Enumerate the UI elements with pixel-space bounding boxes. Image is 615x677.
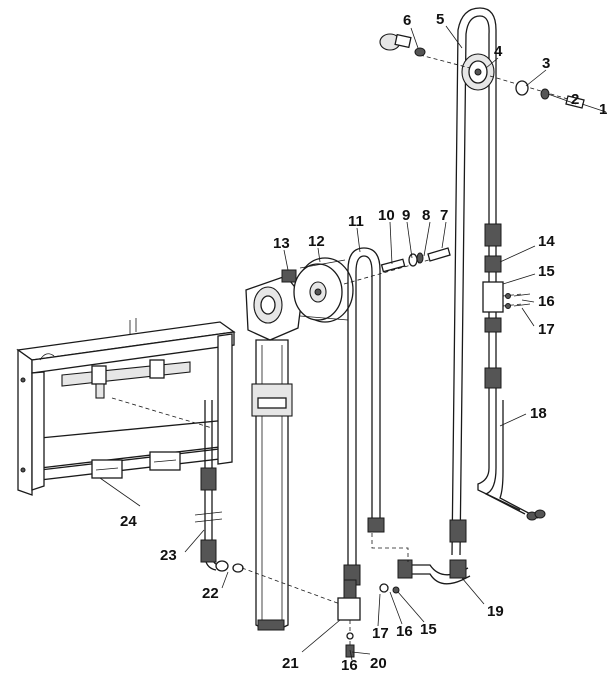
callout-15-lower: 15 (420, 621, 437, 638)
callout-17-lower: 17 (372, 625, 389, 642)
callout-15-upper: 15 (538, 263, 555, 280)
callout-19: 19 (487, 603, 504, 620)
lift-cylinder (245, 269, 303, 631)
callout-18: 18 (530, 405, 547, 422)
callout-22: 22 (202, 585, 219, 602)
frame-hose-assembly (194, 400, 244, 573)
callout-1: 1 (599, 101, 607, 118)
hose-clamp-hardware (502, 293, 531, 309)
callout-2: 2 (571, 91, 579, 108)
callout-6: 6 (403, 12, 411, 29)
callout-4: 4 (494, 43, 503, 60)
callout-12: 12 (308, 233, 325, 250)
pulley-fasteners (343, 247, 451, 285)
callout-20: 20 (370, 655, 387, 672)
tube-assembly (371, 533, 471, 594)
callout-3: 3 (542, 55, 550, 72)
callout-17-upper: 17 (538, 321, 555, 338)
top-pulley-hardware (379, 33, 585, 109)
chain-pulley-assembly (293, 257, 354, 323)
callout-11: 11 (348, 213, 364, 230)
callout-5: 5 (436, 11, 444, 28)
callout-16-bottom: 16 (341, 657, 358, 674)
main-hose-loop (449, 7, 546, 556)
callout-16-lower: 16 (396, 623, 413, 640)
callout-9: 9 (402, 207, 410, 224)
callout-23: 23 (160, 547, 177, 564)
callout-7: 7 (440, 207, 448, 224)
callout-14: 14 (538, 233, 555, 250)
callout-labels: 1 2 3 4 5 6 7 8 9 10 11 12 13 14 15 16 1… (120, 11, 607, 674)
callout-16-upper: 16 (538, 293, 555, 310)
callout-8: 8 (422, 207, 430, 224)
callout-10: 10 (378, 207, 395, 224)
carriage-frame (16, 318, 236, 496)
leader-lines (99, 25, 607, 661)
callout-21: 21 (282, 655, 299, 672)
callout-24: 24 (120, 513, 137, 530)
callout-13: 13 (273, 235, 290, 252)
